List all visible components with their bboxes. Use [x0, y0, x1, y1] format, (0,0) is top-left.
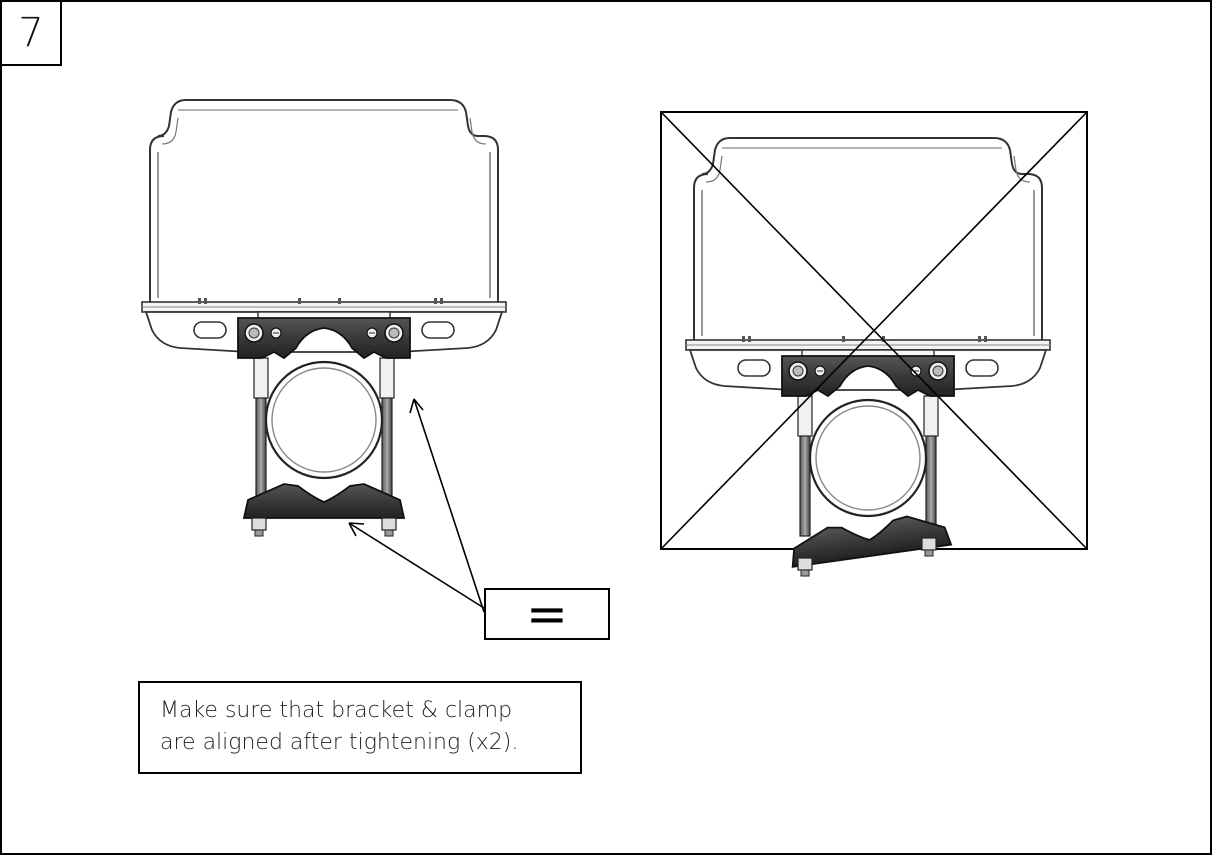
note-line-1: Make sure that bracket & clamp: [160, 698, 513, 723]
equal-callout: =: [484, 588, 610, 640]
correct-assembly: [141, 99, 507, 537]
note-line-2: are aligned after tightening (x2).: [160, 729, 519, 755]
step-number: 7: [2, 2, 62, 66]
equal-sign: =: [526, 585, 568, 643]
incorrect-assembly: [660, 111, 1088, 577]
cross-out-icon: [660, 111, 1088, 550]
callout-arrows: [348, 398, 485, 613]
instruction-note: Make sure that bracket & clamp are align…: [138, 681, 582, 774]
